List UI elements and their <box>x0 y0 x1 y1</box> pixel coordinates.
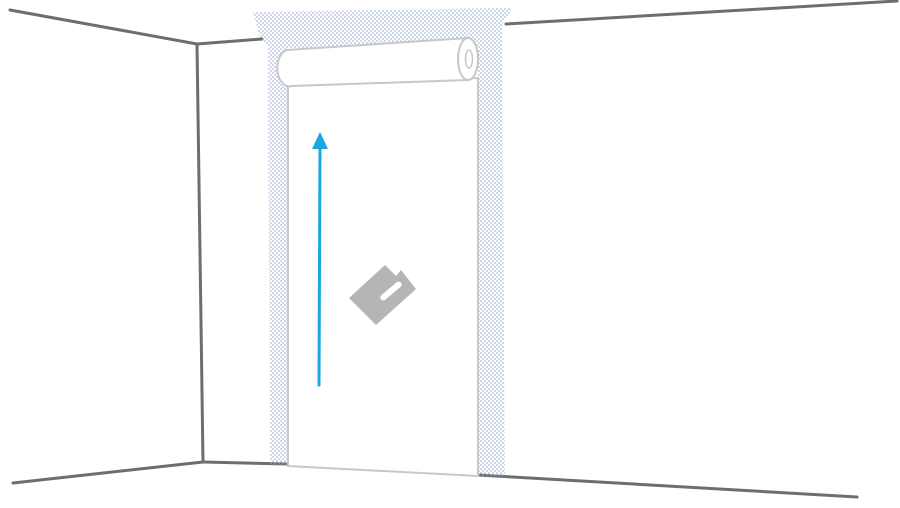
paste-area-fill <box>253 8 513 476</box>
arrow-head <box>312 132 328 149</box>
ceiling-edge <box>195 37 264 46</box>
scraper-slot <box>380 281 402 301</box>
ceiling-edge-right <box>504 0 899 26</box>
wallpaper-strip <box>276 36 479 478</box>
wallpaper-roll-end <box>457 37 479 81</box>
room-walls <box>8 0 899 499</box>
wallpaper-roll-core <box>464 49 474 69</box>
arrow-up-icon <box>312 132 328 387</box>
wallpaper-scraper-icon <box>349 265 416 325</box>
floor-edge-right <box>476 473 859 499</box>
left-wall-corner-edge <box>8 8 205 485</box>
arrow-shaft <box>317 144 322 387</box>
paste-area <box>253 8 513 476</box>
